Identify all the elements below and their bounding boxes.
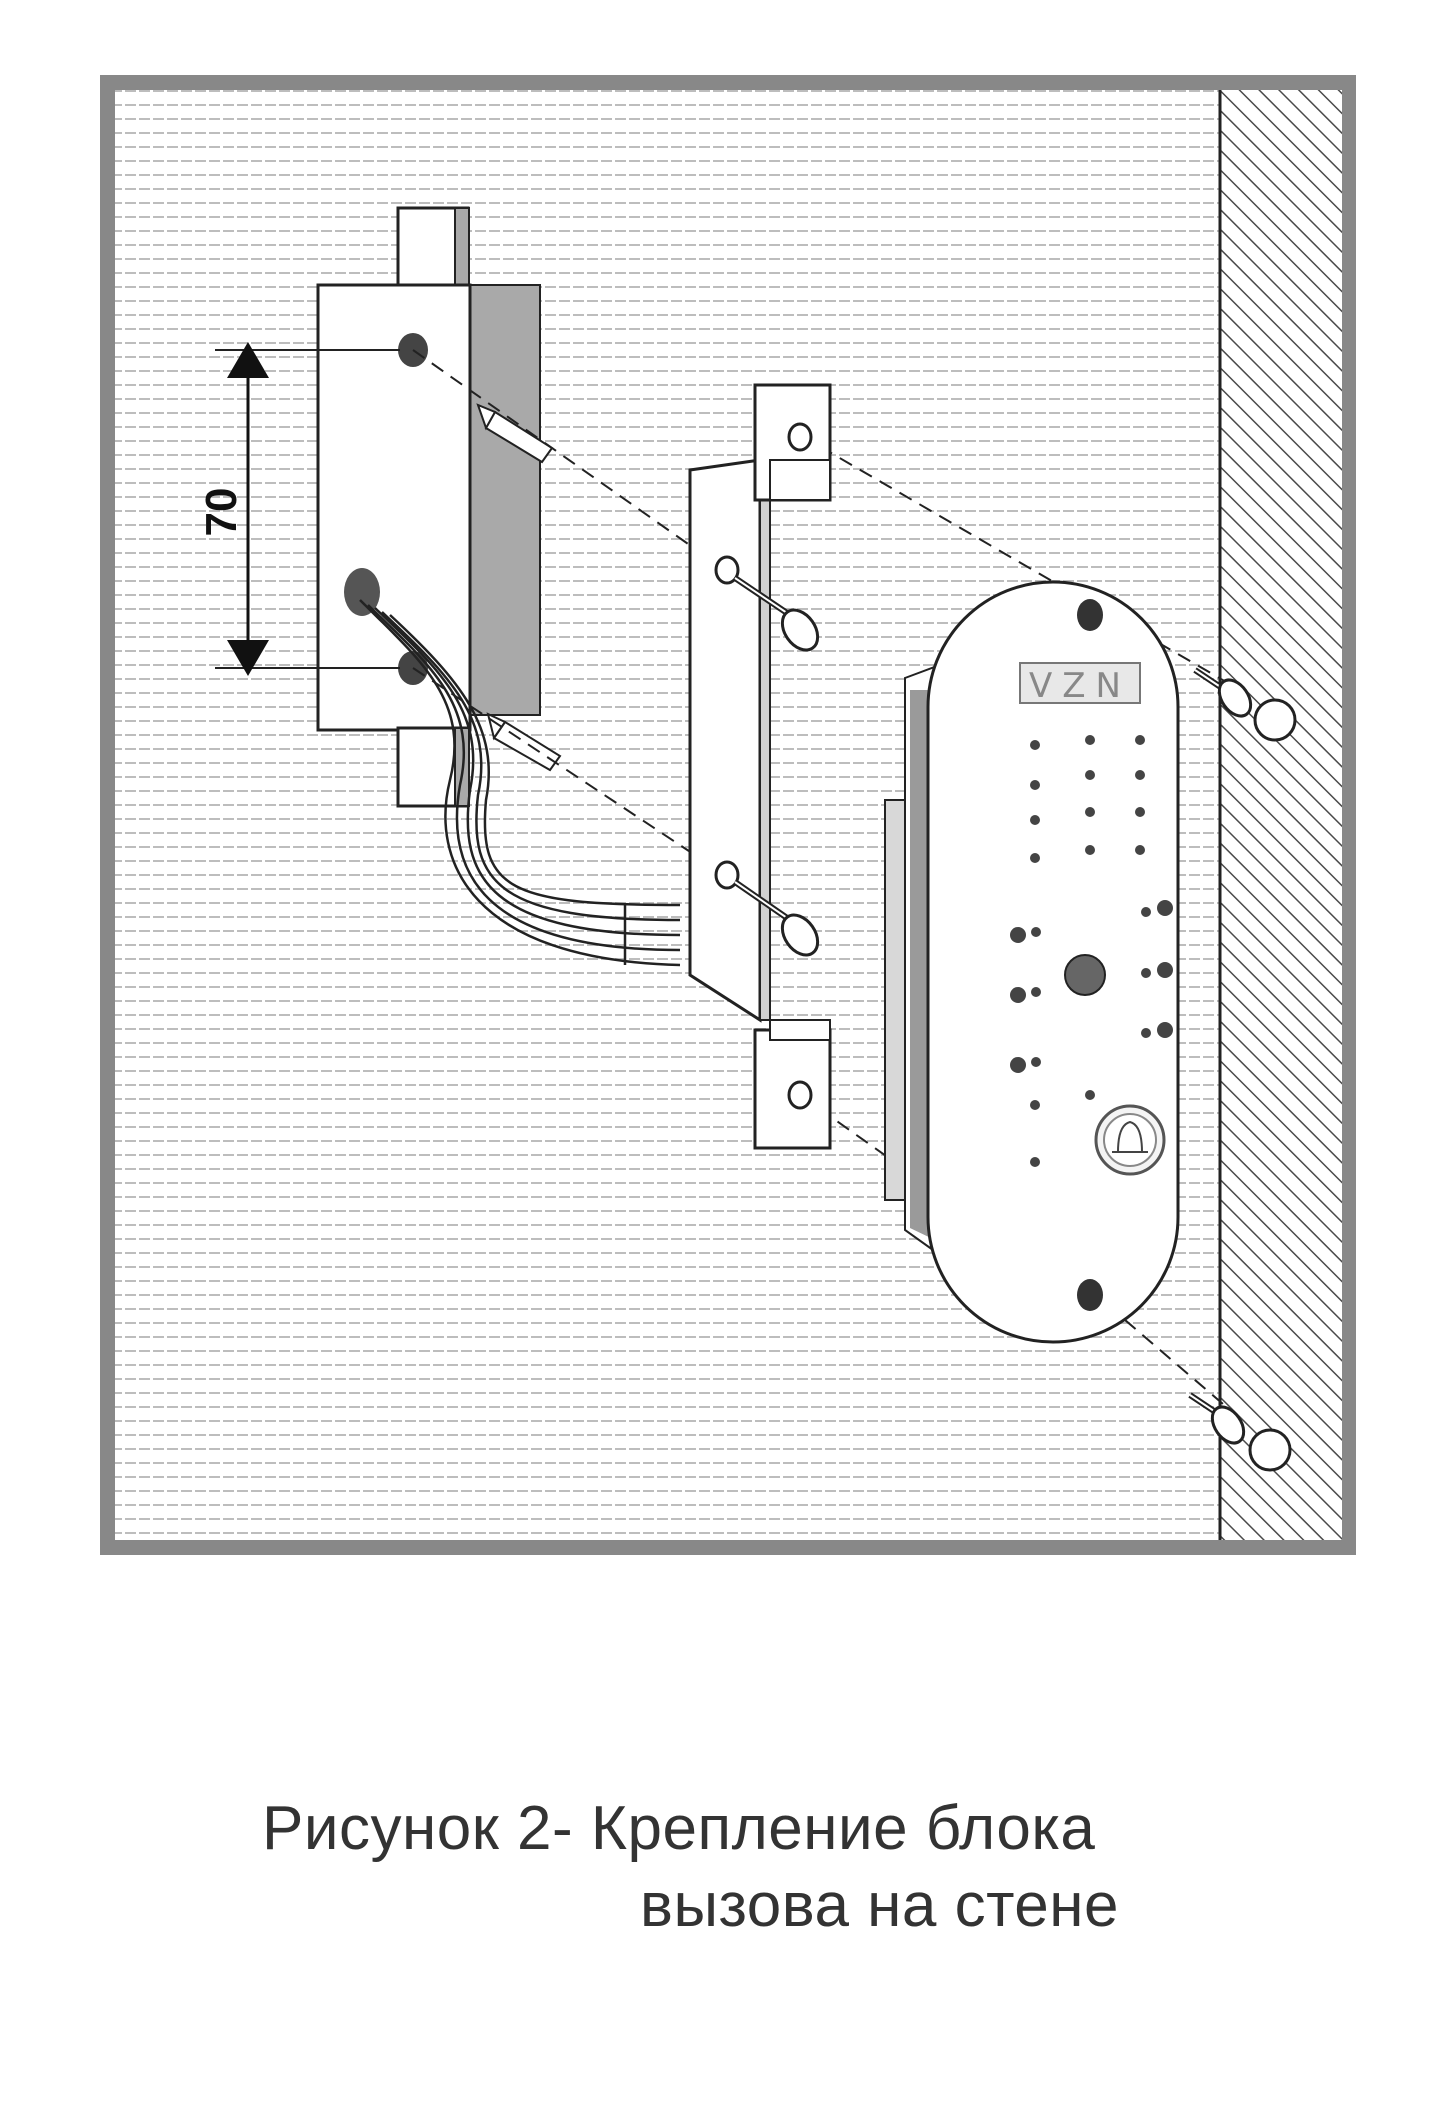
bracket-hole	[787, 1080, 813, 1110]
cable-bundle	[359, 599, 681, 967]
dimension-label: 70	[197, 488, 246, 537]
call-panel: VZN	[926, 580, 1180, 1344]
bracket-hole	[714, 860, 740, 890]
wall-section-hatched	[1218, 90, 1342, 1540]
wall-box	[316, 206, 541, 808]
panel-fixing-hole	[1077, 599, 1103, 631]
figure-caption-line-2: вызова на стене	[640, 1871, 1120, 1940]
wall-plug-head	[1248, 1428, 1292, 1472]
panel-logo-plate	[1019, 662, 1141, 704]
bracket-hole	[714, 555, 740, 585]
screw	[733, 575, 820, 652]
panel-dots	[1010, 735, 1173, 1167]
wall-plug	[476, 403, 554, 464]
figure-caption-line-1: Рисунок 2- Крепление блока	[262, 1794, 1096, 1863]
screw	[1193, 667, 1253, 718]
camera-lens	[1064, 954, 1106, 996]
screw	[733, 879, 820, 957]
wall-mounting-diagram: 70	[100, 75, 1356, 1555]
screw	[1188, 1392, 1246, 1445]
panel-fixing-hole	[1077, 1279, 1103, 1311]
bracket-hole	[787, 422, 813, 452]
dimension-line: 70	[197, 342, 400, 676]
bell-icon	[1116, 1120, 1144, 1153]
cable-hole	[344, 568, 380, 616]
wall-plug-head	[1253, 698, 1297, 742]
panel-logo: VZN	[1029, 666, 1131, 706]
call-button	[1094, 1104, 1166, 1176]
